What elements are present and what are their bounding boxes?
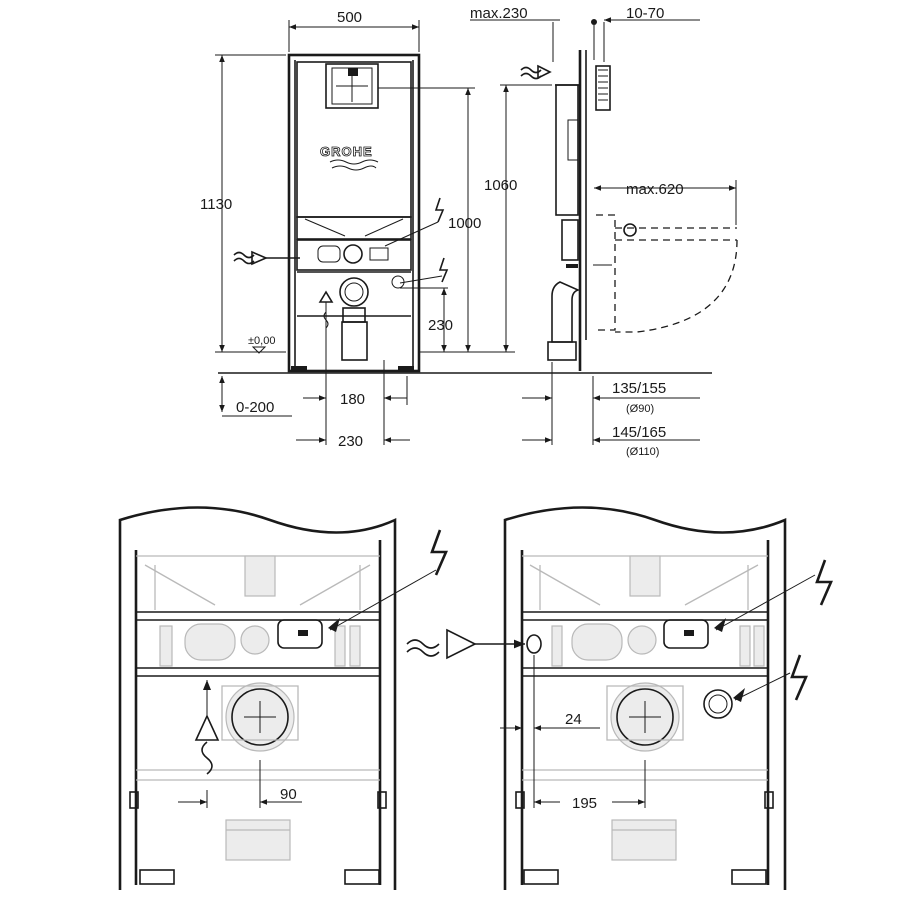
frame-outline [287,53,421,373]
dim-max-230: max.230 [470,5,528,22]
electrical-lightning-icon [328,529,448,632]
dim-height-230: 230 [428,317,453,334]
dim-height-total: 1130 [200,196,232,213]
dim-offset-90: 90 [280,786,297,803]
dim-depth-90-note: (Ø90) [626,403,654,415]
dim-spacing-180: 180 [340,391,365,408]
dim-width: 500 [337,9,362,26]
front-view: GROHE [200,9,712,450]
electrical-lightning-icon [714,559,833,702]
dim-floor-range: 0-200 [236,399,274,416]
dim-offset-195: 195 [572,795,597,812]
dim-range-10-70: 10-70 [626,5,664,22]
side-view: max.230 10-70 1060 max.620 135/155 (Ø90)… [470,5,738,458]
dim-spacing-230: 230 [338,433,363,450]
detail-right: 24 195 [406,506,833,890]
dim-depth-90: 135/155 [612,380,666,397]
flush-plate-icon [325,63,379,109]
water-inlet-icon [233,250,300,266]
brand-logo: GROHE [320,144,373,159]
dim-height-1000: 1000 [448,215,481,232]
detail-left: 90 [118,506,448,890]
dim-max-620: max.620 [626,181,684,198]
dim-height-1060: 1060 [484,177,517,194]
dim-depth-110-note: (Ø110) [626,446,659,458]
dim-offset-24: 24 [565,711,582,728]
cistern [296,61,412,218]
water-inlet-icon [406,628,525,660]
dim-depth-110: 145/165 [612,424,666,441]
floor-zero-label: ±0,00 [248,335,275,347]
electrical-lightning-icon [384,197,449,284]
